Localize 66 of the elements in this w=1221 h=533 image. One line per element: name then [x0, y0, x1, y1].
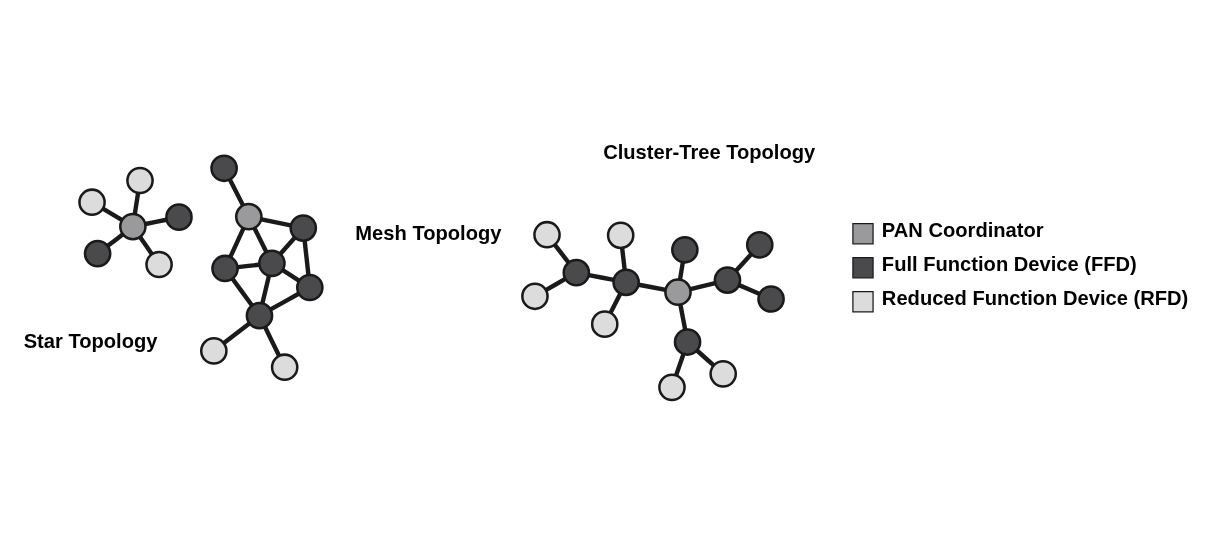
connector — [677, 261, 685, 280]
legend-label: Reduced Function Device (RFD) — [881, 287, 1189, 310]
node-circle — [270, 353, 299, 382]
connector — [552, 243, 571, 264]
connector — [138, 235, 154, 256]
connector — [281, 268, 301, 283]
node-circle — [673, 328, 702, 356]
node-circle — [521, 282, 549, 311]
node-circle — [258, 249, 286, 278]
connector — [695, 349, 716, 368]
connector — [132, 192, 141, 215]
legend-label: Full Function Device (FFD) — [881, 253, 1137, 276]
label: Mesh Topology — [355, 222, 502, 245]
label: Cluster-Tree Topology — [603, 141, 816, 164]
node-circle — [234, 202, 263, 231]
connector — [734, 252, 753, 272]
node-circle — [200, 337, 228, 365]
connector — [261, 217, 292, 228]
node-circle — [709, 360, 738, 388]
node-circle — [83, 239, 112, 268]
connector — [101, 206, 123, 222]
connector — [738, 283, 760, 296]
connector — [260, 275, 272, 304]
node-circle — [533, 220, 561, 249]
connector — [106, 232, 125, 248]
node-circle — [126, 166, 154, 195]
connector — [545, 277, 567, 292]
node-circle — [165, 203, 193, 231]
legend-label: PAN Coordinator — [881, 219, 1044, 242]
connector — [252, 227, 269, 253]
node-circle — [145, 250, 173, 279]
node-circle — [713, 266, 742, 294]
connector — [227, 178, 245, 207]
connector — [302, 240, 311, 276]
node-circle — [590, 310, 619, 338]
label: Star Topology — [23, 330, 158, 353]
connector — [689, 280, 716, 292]
node-circle — [211, 254, 239, 283]
connector — [588, 272, 615, 283]
node-circle — [658, 373, 686, 402]
node-circle — [562, 258, 591, 287]
connector — [619, 247, 627, 270]
connector — [278, 236, 297, 256]
connector — [230, 277, 254, 307]
connector — [638, 282, 666, 292]
connector — [222, 321, 251, 345]
node-circle — [210, 154, 238, 183]
connector — [237, 262, 260, 270]
connector — [678, 304, 688, 331]
connector — [145, 217, 167, 227]
node-circle — [664, 278, 692, 306]
connector — [674, 353, 686, 377]
node-circle — [289, 214, 318, 242]
node-circle — [745, 231, 774, 259]
node-circle — [295, 273, 324, 302]
connector — [263, 326, 282, 357]
node-circle — [245, 301, 274, 330]
node-circle — [78, 188, 106, 217]
node-circle — [757, 285, 785, 313]
node-circle — [606, 221, 635, 250]
connector — [228, 227, 246, 258]
connector — [608, 293, 623, 314]
node-circle — [612, 268, 640, 297]
node-circle — [119, 212, 147, 241]
connector — [269, 291, 300, 312]
node-circle — [671, 235, 699, 264]
